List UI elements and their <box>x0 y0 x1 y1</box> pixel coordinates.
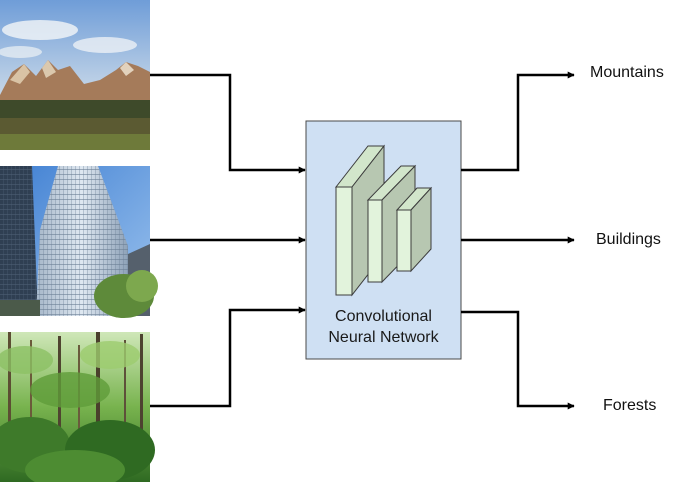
output-label-mountains: Mountains <box>590 64 664 81</box>
network-label: Convolutional Neural Network <box>307 306 460 348</box>
input-arrow-mountains <box>150 73 306 174</box>
output-label-buildings: Buildings <box>596 231 661 248</box>
network-label-line2: Neural Network <box>328 329 439 346</box>
output-arrow-forests <box>461 310 575 410</box>
buildings-photo <box>0 166 158 318</box>
mountains-photo <box>0 0 150 150</box>
network-label-line1: Convolutional <box>335 308 432 325</box>
forest-photo <box>0 332 155 482</box>
input-arrow-forests <box>150 306 306 408</box>
output-arrow-mountains <box>461 71 575 172</box>
output-label-forests: Forests <box>603 397 657 414</box>
layer-block-3 <box>395 186 433 273</box>
